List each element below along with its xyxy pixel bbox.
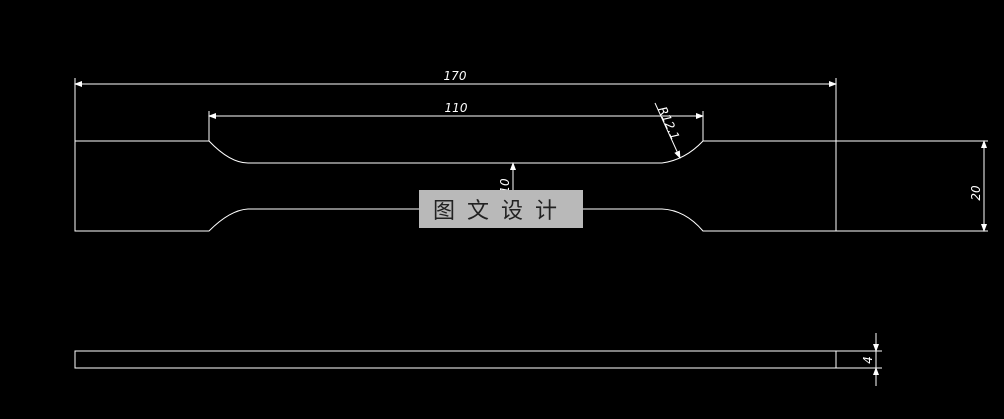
dimension-text-110: 110 — [445, 101, 468, 115]
dimension-text-4: 4 — [861, 356, 875, 364]
dimension-text-20: 20 — [969, 185, 983, 201]
dimension-thickness: 4 — [861, 333, 879, 386]
dimension-overall-length: 170 — [74, 69, 837, 141]
specimen-outline-side-view — [74, 350, 837, 369]
dimension-text-10: 10 — [498, 178, 512, 194]
watermark-label: 图文设计 — [419, 190, 583, 228]
dimension-fillet-radius: R12.1 — [654, 102, 682, 159]
dimension-reduced-length: 110 — [208, 101, 704, 141]
dimension-text-r121: R12.1 — [655, 105, 682, 143]
dimension-text-170: 170 — [444, 69, 467, 83]
dimension-overall-width: 20 — [969, 140, 987, 232]
